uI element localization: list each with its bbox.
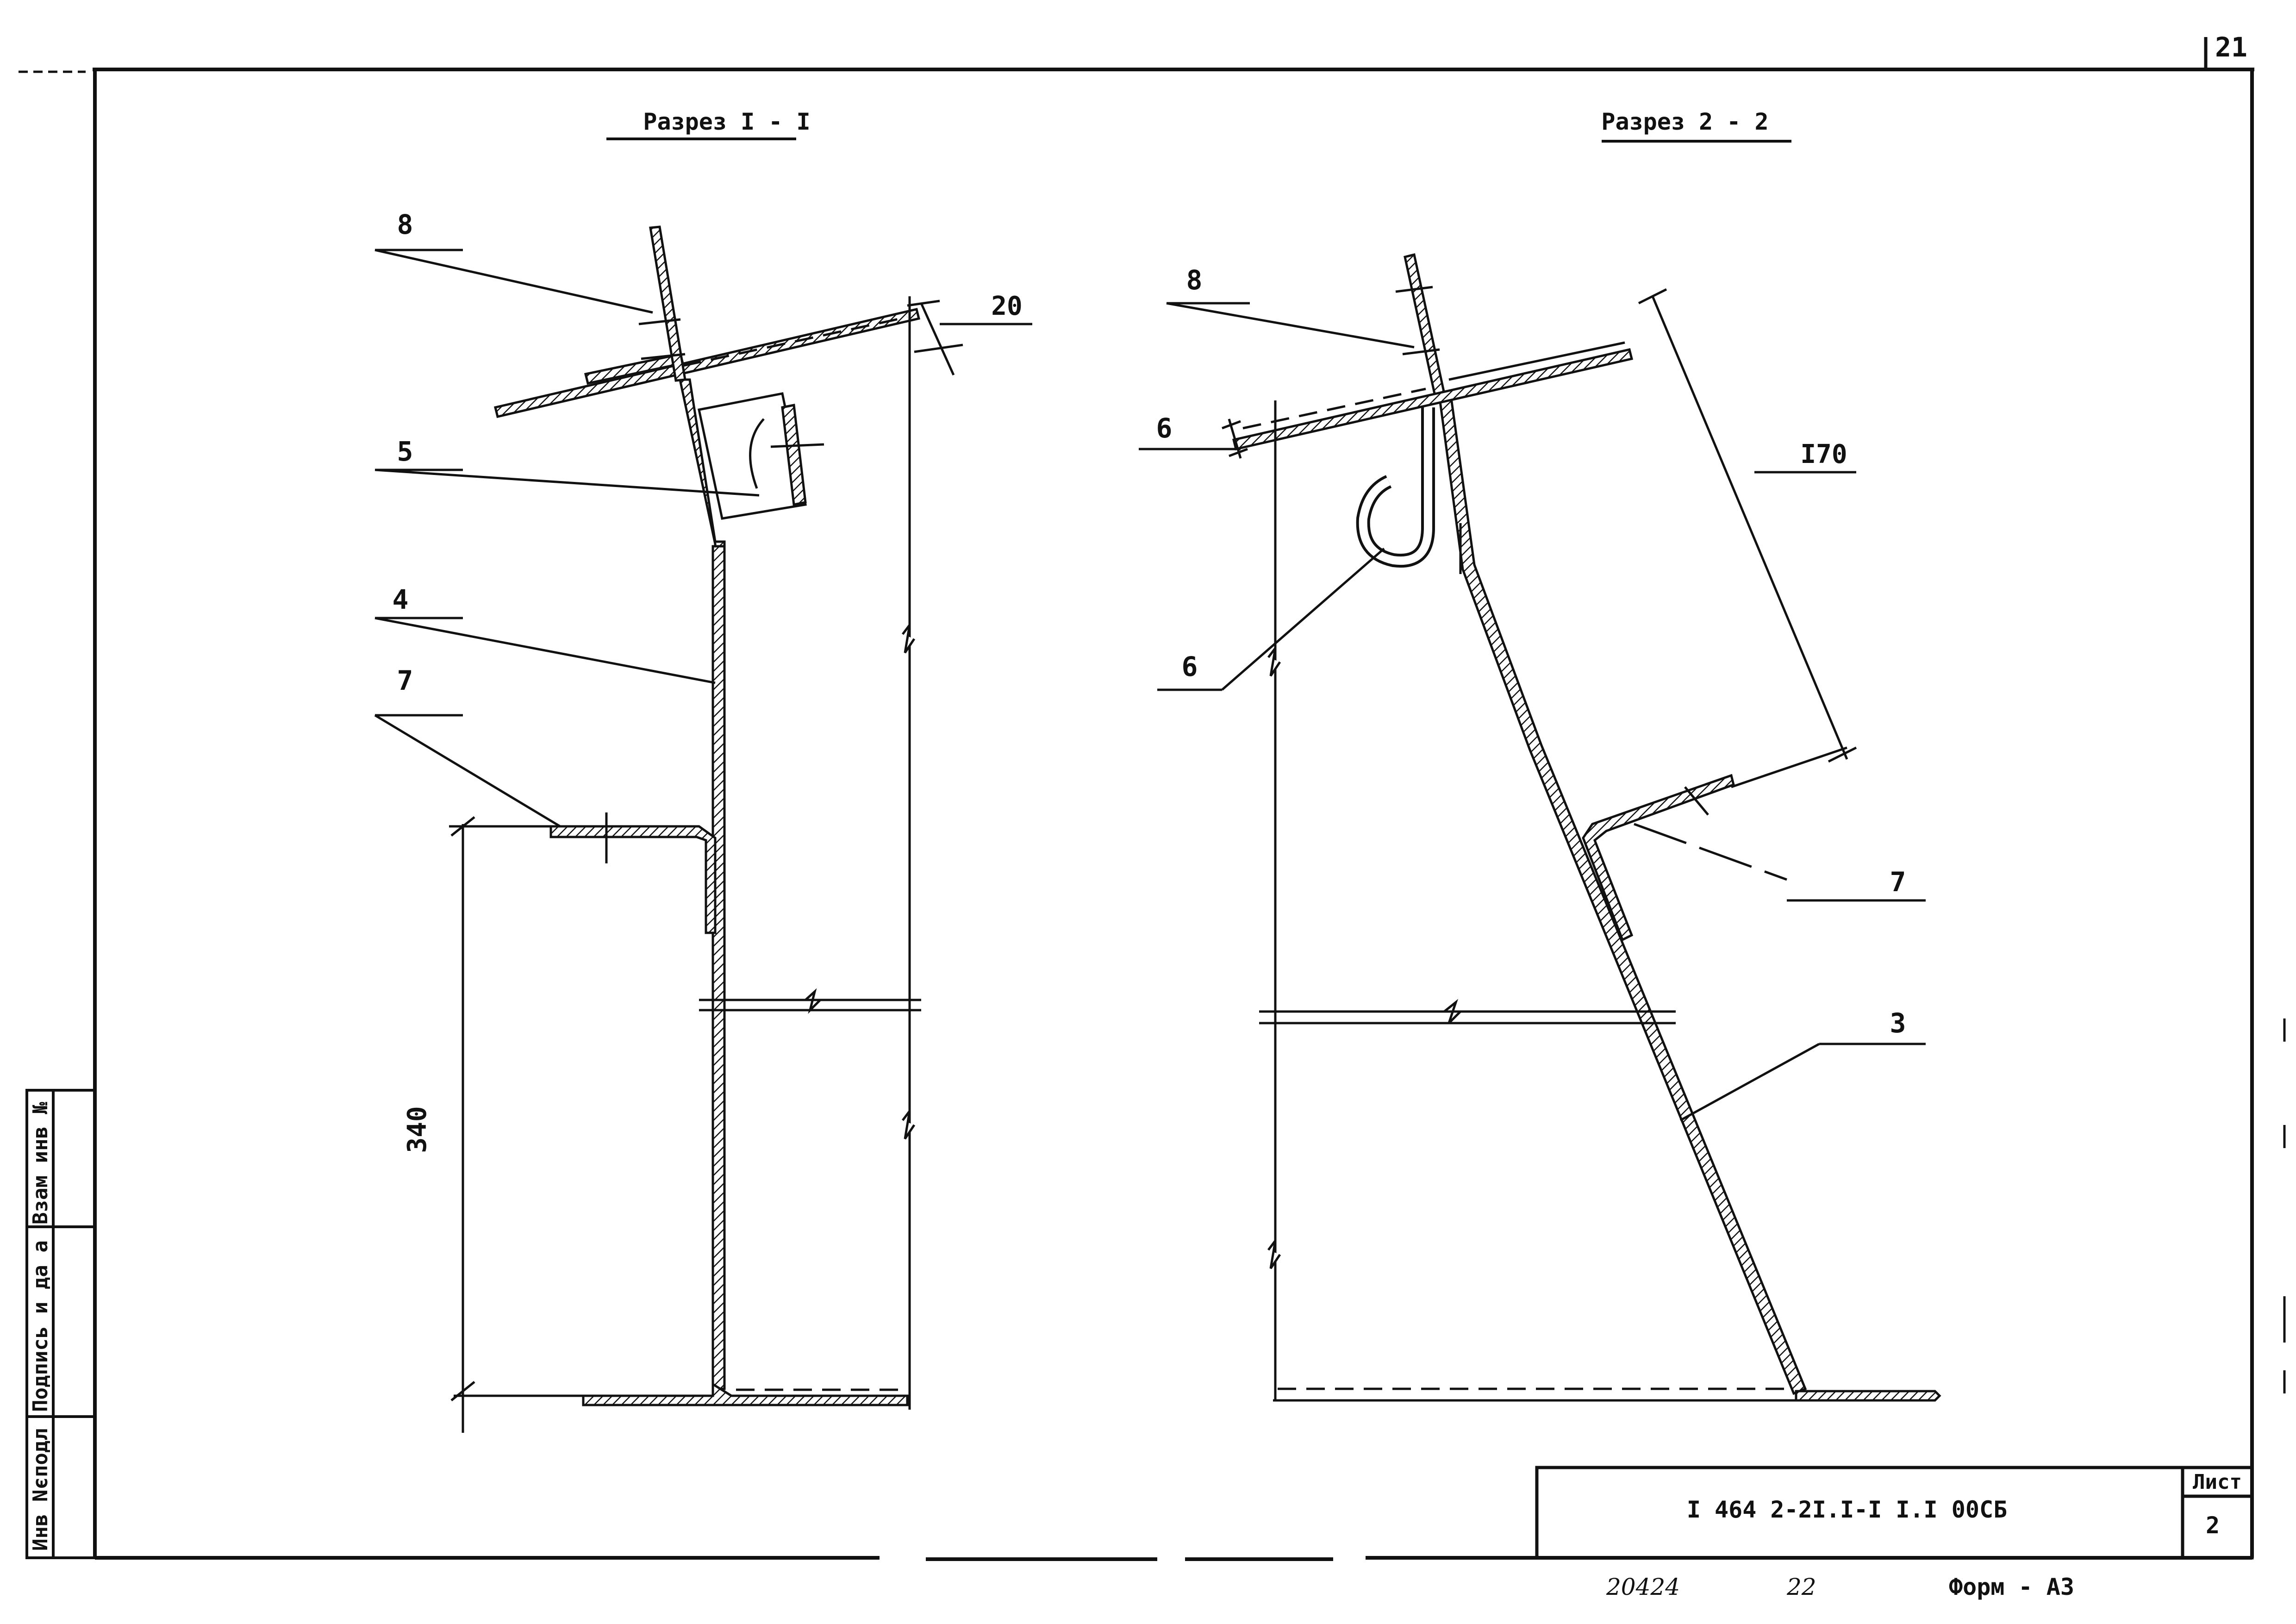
fin-8 [649, 225, 686, 382]
leader-left-7 [374, 714, 561, 828]
leader-right-3 [1679, 1043, 1820, 1122]
dimension-left-340: 340 [402, 1106, 432, 1153]
callout-right-3: 3 [1890, 1007, 1906, 1039]
callout-right-6-top: 6 [1156, 412, 1173, 444]
callout-left-8: 8 [397, 209, 413, 240]
callout-right-7: 7 [1890, 866, 1906, 898]
stamp-vzam-inv-no: Взам инв № [29, 1102, 52, 1224]
post-3-profile [1438, 397, 1807, 1395]
leader-right-7 [1634, 823, 1787, 881]
sheet-corner-number: 21 [2215, 31, 2247, 63]
base-plate-right [1795, 1390, 1941, 1402]
sheet-number: 2 [2206, 1512, 2220, 1539]
leader-right-6 [1221, 548, 1385, 691]
handwritten-number: 20424 [1606, 1574, 1680, 1600]
stamp-inv-no-podl: Инв Nєподл [29, 1428, 52, 1551]
callout-right-6-bottom: 6 [1182, 651, 1198, 682]
hook-6 [1356, 407, 1435, 568]
leader-left-4 [374, 617, 716, 684]
section-1-title: Разрез I - I [643, 108, 810, 135]
callout-right-8: 8 [1186, 264, 1203, 296]
leader-left-5 [374, 468, 760, 497]
title-block-frame [1535, 1466, 2254, 1560]
callout-left-5: 5 [397, 436, 413, 467]
callout-left-4: 4 [393, 584, 409, 615]
format-label: Форм - А3 [1949, 1574, 2074, 1600]
leader-right-8 [1166, 302, 1415, 349]
bracket-5-hatch [781, 404, 807, 506]
bracket-5 [698, 392, 807, 520]
shelf-7 [549, 825, 717, 934]
dimension-right-170: I70 [1800, 439, 1847, 469]
side-stamp-frame [25, 1089, 96, 1559]
fin-8-right [1404, 253, 1446, 398]
dimension-left-20: 20 [991, 291, 1022, 321]
section-2-title: Разрез 2 - 2 [1601, 108, 1768, 135]
base-plate-left [582, 1382, 909, 1406]
stamp-podpis-i-data: Подпись и да а [29, 1240, 52, 1412]
top-plate-right [1232, 348, 1634, 450]
shelf-7-right [1582, 774, 1735, 942]
right-section-drawing [1139, 253, 1941, 1402]
handwritten-extra: 22 [1786, 1574, 1816, 1600]
callout-left-7: 7 [397, 665, 413, 696]
leader-left-8 [374, 249, 653, 314]
sheet-frame [19, 37, 2286, 1561]
left-section-drawing [374, 225, 1032, 1433]
sheet-label: Лист [2193, 1470, 2242, 1494]
document-code: I 464 2-2I.I-I I.I 00СБ [1687, 1496, 2007, 1523]
top-plate-8 [493, 308, 921, 418]
post-4-lower [711, 545, 726, 1390]
